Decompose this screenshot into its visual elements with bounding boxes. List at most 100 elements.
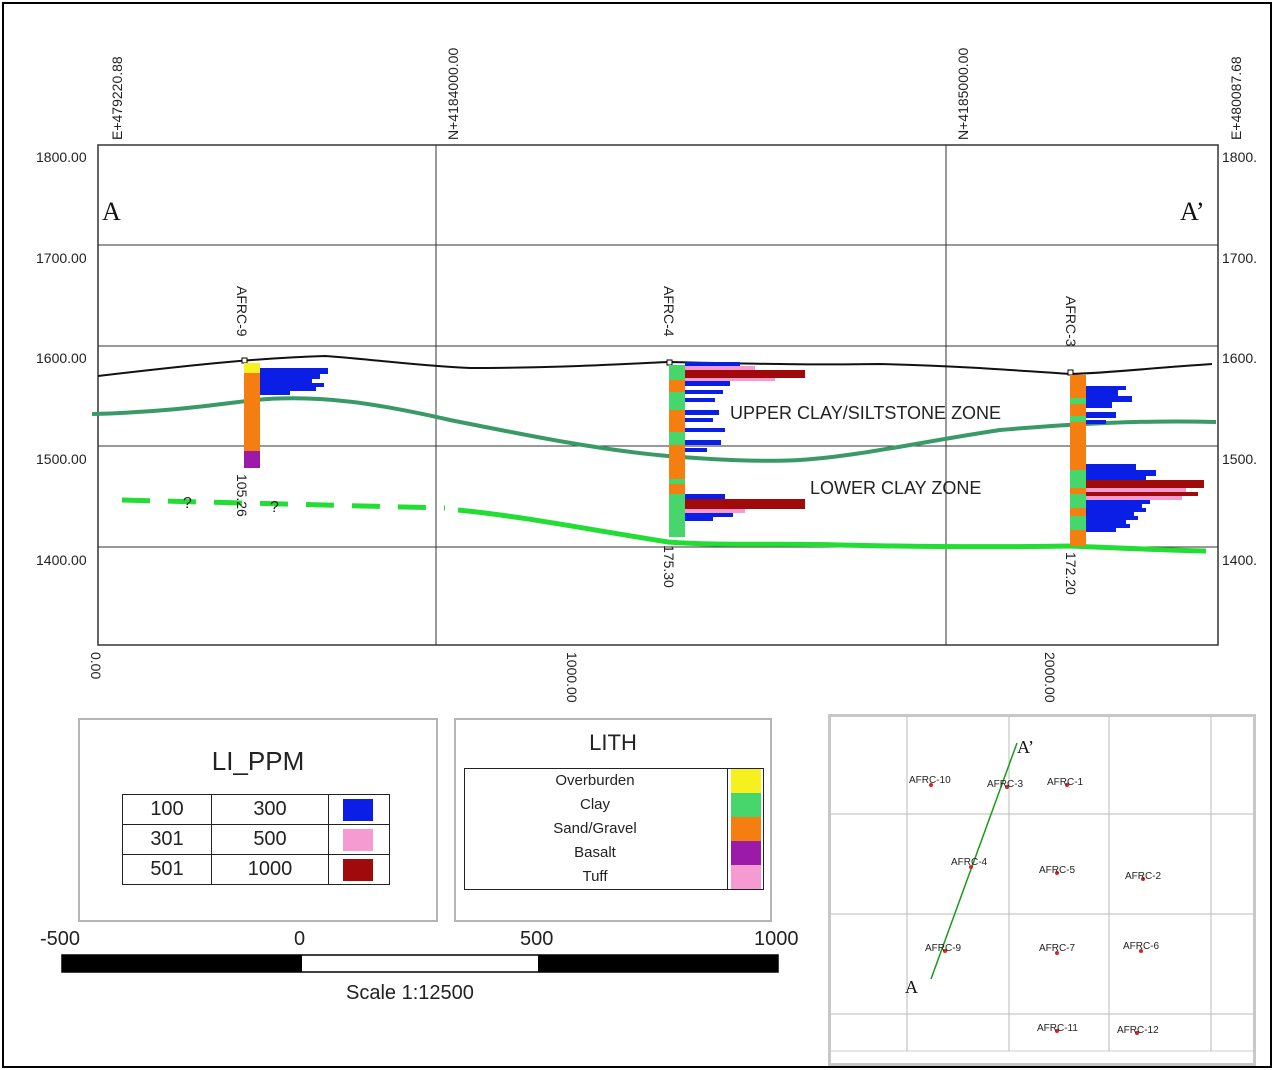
li-ppm-row: 301 500	[122, 824, 390, 855]
li-bar	[685, 513, 733, 517]
zone-label-lower: LOWER CLAY ZONE	[810, 478, 981, 498]
li-from: 100	[122, 794, 212, 825]
li-bar	[1086, 516, 1138, 520]
map-hole-dot	[1005, 785, 1009, 789]
li-bar	[1086, 420, 1106, 424]
elev-right-1500: 1500.	[1222, 451, 1257, 467]
lith-sand-gravel	[669, 410, 685, 432]
li-bar	[1086, 396, 1132, 402]
map-hole-label: AFRC-11	[1037, 1023, 1078, 1034]
lith-legend: LITH Overburden Clay Sand/Gravel Basalt …	[454, 718, 772, 922]
lower-contact-inferred	[121, 497, 446, 511]
lith-swatches	[727, 769, 764, 889]
hole-name-afrc-4: AFRC-4	[661, 286, 677, 337]
li-ppm-legend: LI_PPM 100 300 301 500 501 1000	[78, 718, 438, 922]
lith-label-tuff: Tuff	[582, 868, 608, 885]
question-mark-1: ?	[183, 495, 192, 512]
lith-basalt	[244, 451, 260, 468]
map-hole-afrc-10: AFRC-10	[909, 775, 951, 787]
map-hole-dot	[943, 949, 947, 953]
li-bar	[1086, 470, 1156, 476]
li-bar	[1086, 476, 1146, 480]
elev-left-1800: 1800.00	[36, 149, 87, 165]
li-bar	[1086, 504, 1142, 508]
scale-tick-0: 0	[294, 928, 305, 950]
elev-right-1700: 1700.	[1222, 250, 1257, 266]
lith-sand-gravel	[669, 380, 685, 392]
collar-marker	[1067, 369, 1074, 376]
li-bar	[260, 379, 312, 383]
map-hole-dot	[1055, 871, 1059, 875]
elev-left-1400: 1400.00	[36, 552, 87, 568]
map-hole-label: AFRC-3	[987, 779, 1024, 790]
distance-label-0: 0.00	[88, 652, 104, 679]
section-end-a: A	[102, 197, 121, 226]
li-bar	[1086, 412, 1116, 418]
zone-label-upper: UPPER CLAY/SILTSTONE ZONE	[730, 403, 1001, 423]
hole-depth-afrc-4: 175.30	[661, 545, 677, 588]
li-bar	[1086, 386, 1126, 390]
li-to: 500	[211, 824, 329, 855]
li-bar	[260, 368, 328, 374]
map-hole-dot	[1055, 951, 1059, 955]
lower-contact-line	[457, 507, 1207, 554]
map-hole-afrc-11: AFRC-11	[1037, 1023, 1078, 1034]
li-swatch-cell	[328, 824, 390, 855]
lith-clay	[1070, 494, 1086, 508]
coord-label-n2: N+4185000.00	[955, 48, 971, 140]
map-hole-dot	[1141, 877, 1145, 881]
scale-label: Scale 1:12500	[346, 982, 474, 1004]
coord-label-n1: N+4184000.00	[445, 48, 461, 140]
elev-right-1800: 1800.	[1222, 149, 1257, 165]
location-map: A A’ AFRC-10 AFRC-3 AFRC-1 AFRC-4 AFRC-5…	[828, 714, 1256, 1066]
li-bar	[1086, 492, 1198, 496]
map-hole-label: AFRC-7	[1039, 943, 1076, 954]
lith-label-basalt: Basalt	[574, 844, 616, 861]
scale-segment-3	[538, 955, 778, 972]
map-section-line	[930, 742, 1018, 980]
li-bar	[685, 370, 805, 378]
lith-swatch-clay	[731, 793, 761, 817]
li-to: 300	[211, 794, 329, 825]
map-label-a: A	[905, 977, 918, 997]
map-label-a-prime: A’	[1017, 737, 1034, 757]
li-bar	[685, 378, 775, 381]
hole-depth-afrc-3: 172.20	[1063, 552, 1079, 595]
li-bar	[1086, 464, 1136, 470]
hole-name-afrc-9: AFRC-9	[234, 286, 250, 337]
li-swatch-cell	[328, 794, 390, 825]
lith-sand-gravel	[669, 445, 685, 479]
li-bar	[685, 448, 707, 452]
li-bar	[1086, 528, 1116, 532]
li-bar	[1086, 402, 1112, 408]
elev-right-1600: 1600.	[1222, 350, 1257, 366]
map-hole-label: AFRC-1	[1047, 777, 1084, 788]
lith-label-sand-gravel: Sand/Gravel	[553, 820, 637, 837]
map-hole-afrc-7: AFRC-7	[1039, 943, 1076, 955]
drillhole-afrc-4: AFRC-4 175.30	[661, 286, 805, 588]
li-to: 1000	[211, 854, 329, 885]
map-hole-afrc-2: AFRC-2	[1125, 871, 1162, 882]
li-bar	[685, 418, 713, 422]
collar-marker	[241, 357, 248, 364]
li-bar	[260, 391, 290, 395]
upper-contact-line	[91, 396, 1217, 463]
section-end-a-prime: A’	[1180, 197, 1205, 226]
li-bar	[1086, 524, 1130, 528]
elev-right-1400: 1400.	[1222, 552, 1257, 568]
lith-swatch-overburden	[731, 769, 761, 793]
li-swatch-blue	[343, 798, 373, 821]
lith-clay	[1070, 398, 1086, 404]
lith-legend-title: LITH	[589, 730, 637, 755]
lith-label-clay: Clay	[579, 796, 610, 813]
cross-section: E+479220.88 N+4184000.00 N+4185000.00 E+…	[36, 48, 1257, 703]
plot-frame	[97, 144, 1219, 646]
map-hole-label: AFRC-10	[909, 775, 951, 786]
map-hole-dot	[1055, 1029, 1059, 1033]
hole-depth-afrc-9: 105.26	[234, 474, 250, 517]
map-hole-afrc-6: AFRC-6	[1123, 941, 1160, 953]
li-bar	[685, 362, 740, 366]
li-swatch-darkred	[343, 858, 373, 881]
li-bar	[1086, 480, 1204, 488]
distance-label-2000: 2000.00	[1042, 652, 1058, 703]
